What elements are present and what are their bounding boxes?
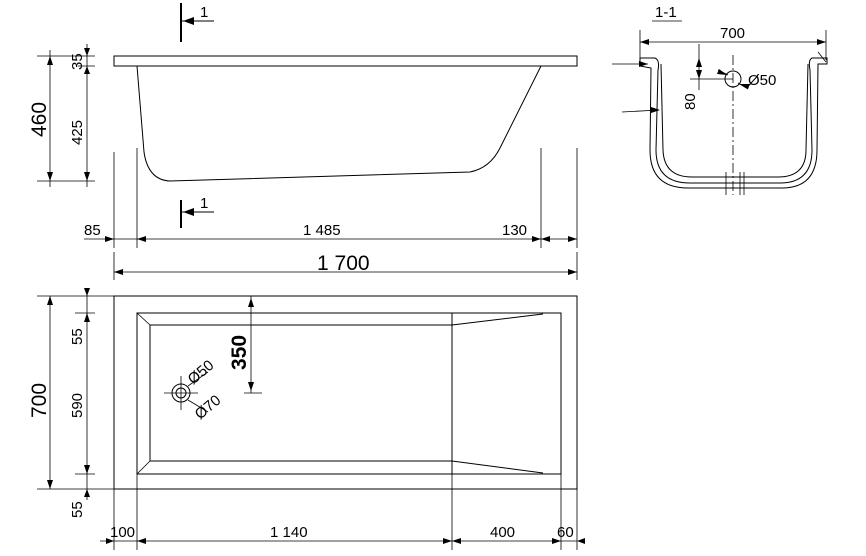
section-title: 1-1 [655, 4, 677, 21]
dim-bottom-length: 1 485 [303, 222, 341, 239]
section-dim-80: 80 [682, 93, 699, 110]
plan-rim-bottom: 55 [69, 501, 86, 518]
plan-dim-right: 60 [557, 524, 574, 541]
dim-overall-height: 460 [28, 102, 51, 137]
plan-dim-slope: 400 [490, 524, 515, 541]
section-mark-bottom-label: 1 [200, 195, 208, 212]
section-width: 700 [720, 25, 745, 42]
section-view: 1-1 700 Ø50 80 [612, 4, 828, 195]
section-drain-label: Ø50 [748, 72, 776, 89]
dim-left-offset: 85 [84, 222, 101, 239]
section-shell-outer [639, 57, 828, 189]
plan-dim-left: 100 [110, 524, 135, 541]
dim-rim-height: 35 [69, 53, 86, 70]
plan-inner [136, 312, 562, 475]
plan-rim-top: 55 [69, 328, 86, 345]
section-mark-top-label: 1 [200, 4, 208, 21]
plan-inner-width: 590 [69, 393, 86, 418]
dim-basin-depth: 425 [69, 120, 86, 145]
side-view: 1 1 460 35 425 85 1 485 130 1 700 [28, 3, 578, 280]
side-rim [113, 55, 578, 67]
plan-drain-position: 350 [228, 335, 251, 370]
plan-outer [113, 295, 578, 490]
side-basin-outline [136, 65, 542, 182]
dim-right-offset: 130 [502, 222, 527, 239]
plan-dim-basin: 1 140 [270, 524, 308, 541]
plan-drain-outer-label: Ø70 [192, 392, 225, 423]
dim-total-length: 1 700 [317, 252, 370, 275]
plan-view: Ø50 Ø70 350 700 55 590 55 100 1 140 400 … [28, 288, 585, 550]
plan-drain-label: Ø50 [185, 357, 218, 388]
plan-total-width: 700 [28, 383, 51, 418]
